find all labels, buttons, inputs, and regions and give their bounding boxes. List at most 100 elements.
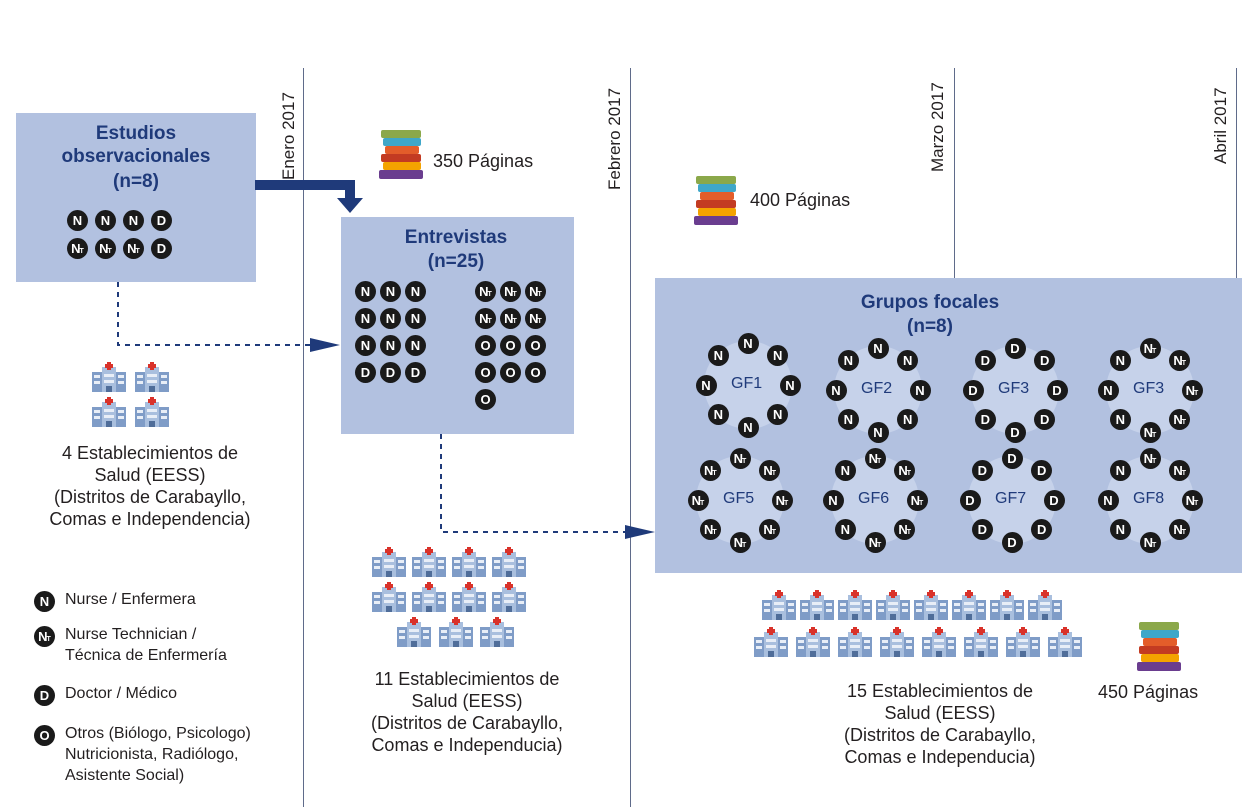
dashed-arrow-to-focus (440, 434, 655, 539)
focus-group-label: GF6 (858, 490, 890, 507)
nurse-badge: N (380, 308, 401, 329)
legend-label: Nurse Technician /Técnica de Enfermería (65, 624, 227, 666)
other-badge: O (475, 389, 496, 410)
nurse-badge: N (779, 374, 801, 396)
doctor-badge: D (151, 210, 172, 231)
month-label-abril: Abril 2017 (1211, 87, 1230, 164)
doctor-badge: D (1046, 379, 1068, 401)
timeline-line-enero (303, 68, 304, 807)
hospital-icon (762, 590, 796, 620)
doctor-badge: D (405, 362, 426, 383)
nurse-badge: N (95, 210, 116, 231)
nurse-badge: N (1097, 379, 1119, 401)
nurse-badge: N (380, 335, 401, 356)
nurse-badge: N (380, 281, 401, 302)
hospital-icon (492, 582, 526, 612)
nurse-badge: N (909, 379, 931, 401)
nurse-badge: N (1097, 489, 1119, 511)
doctor-badge: D (151, 238, 172, 259)
hospital-icon (412, 582, 446, 612)
doctor-badge: D (1031, 459, 1053, 481)
month-label-enero: Enero 2017 (279, 92, 298, 180)
hospital-icon (1006, 627, 1040, 657)
hospital-icon (1028, 590, 1062, 620)
legend-line: Doctor / Médico (65, 685, 178, 702)
nurse-badge: N (405, 335, 426, 356)
nurse-badge: N (737, 416, 759, 438)
hospital-icon (452, 547, 486, 577)
books-icon-400 (694, 176, 738, 225)
hospital-icon (800, 590, 834, 620)
nurse-badge: N (837, 349, 859, 371)
nurse-badge: N (897, 409, 919, 431)
hospital-icon (452, 582, 486, 612)
legend-line: Asistente Social) (65, 767, 185, 784)
other-badge: O (500, 335, 521, 356)
focus-group-label: GF2 (861, 380, 893, 397)
doctor-badge: D (1034, 409, 1056, 431)
nurse-badge: N (355, 308, 376, 329)
doctor-badge: D (971, 519, 993, 541)
hospital-icon (990, 590, 1024, 620)
hospital-icon (880, 627, 914, 657)
nurse-badge: N (1109, 409, 1131, 431)
hospital-icon (412, 547, 446, 577)
hospital-icon (135, 397, 169, 427)
other-badge: O (525, 335, 546, 356)
nurse-badge: N (767, 344, 789, 366)
nurse-badge: N (834, 459, 856, 481)
legend-line: Nurse Technician / (65, 626, 197, 643)
observational-n: (n=8) (113, 171, 159, 192)
doctor-badge: D (1034, 349, 1056, 371)
hospital-icon (372, 547, 406, 577)
doctor-badge: D (1031, 519, 1053, 541)
hospital-icon (952, 590, 986, 620)
hospital-icon (492, 547, 526, 577)
nurse-badge: N (767, 404, 789, 426)
observational-title: Estudios observacionales (61, 123, 211, 167)
nurse-badge: N (1109, 349, 1131, 371)
legend-label: Doctor / Médico (65, 683, 177, 704)
nurse-badge: N (825, 379, 847, 401)
focus-group-label: GF3 (998, 380, 1030, 397)
pages-350: 350 Páginas (433, 151, 534, 171)
timeline-line-marzo (954, 68, 955, 278)
doctor-badge: D (380, 362, 401, 383)
solid-arrow (255, 180, 363, 213)
nurse-badge: N (822, 489, 844, 511)
focus-n: (n=8) (907, 316, 953, 337)
nurse-badge: N (897, 349, 919, 371)
nurse-badge: N (34, 591, 55, 612)
hospital-icon (964, 627, 998, 657)
books-icon-450 (1137, 622, 1181, 671)
dashed-arrow-to-interviews (117, 282, 340, 352)
other-badge: O (525, 362, 546, 383)
doctor-badge: D (1043, 489, 1065, 511)
focus-title: Grupos focales (860, 292, 1000, 313)
nurse-badge: N (405, 281, 426, 302)
doctor-badge: D (971, 459, 993, 481)
doctor-badge: D (1001, 447, 1023, 469)
